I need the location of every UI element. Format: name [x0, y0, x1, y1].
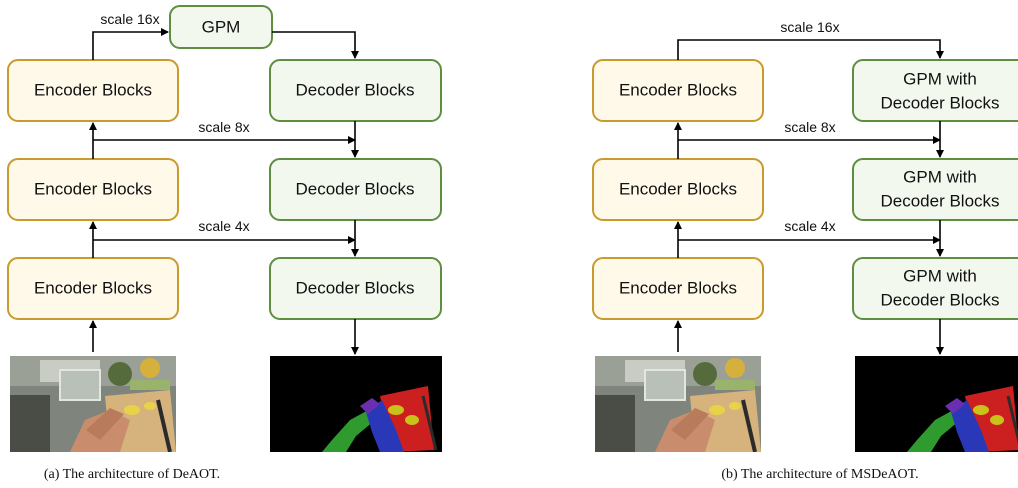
decoder-label: Decoder Blocks [295, 179, 414, 198]
gpm-label: GPM [202, 17, 241, 36]
output-mask-image [855, 356, 1018, 452]
gpm-decoder-label-line2: Decoder Blocks [880, 191, 999, 210]
decoder-label: Decoder Blocks [295, 278, 414, 297]
gpm-decoder-block-b-top [852, 59, 1018, 122]
caption-b: (b) The architecture of MSDeAOT. [721, 467, 918, 482]
input-frame-image [595, 356, 761, 452]
gpm-decoder-label-line1: GPM with [903, 167, 977, 186]
scale4-label: scale 4x [784, 218, 835, 234]
gpm-decoder-label-line2: Decoder Blocks [880, 93, 999, 112]
gpm-block [169, 5, 273, 49]
scale4-label: scale 4x [198, 218, 249, 234]
scale8-label: scale 8x [198, 119, 249, 135]
decoder-label: Decoder Blocks [295, 80, 414, 99]
encoder-label: Encoder Blocks [34, 179, 152, 198]
gpm-decoder-block-b-bottom [852, 257, 1018, 320]
encoder-label: Encoder Blocks [619, 278, 737, 297]
output-mask-image [270, 356, 442, 452]
gpm-decoder-label-line1: GPM with [903, 266, 977, 285]
arrow-scale16-to-gpm [92, 28, 169, 60]
scale16-label: scale 16x [780, 19, 839, 35]
panel-b: Encoder Blocks Encoder Blocks Encoder Bl… [592, 19, 1018, 482]
caption-a: (a) The architecture of DeAOT. [44, 467, 220, 482]
encoder-label: Encoder Blocks [34, 278, 152, 297]
gpm-decoder-label-line2: Decoder Blocks [880, 290, 999, 309]
encoder-label: Encoder Blocks [34, 80, 152, 99]
arrow-scale16 [677, 39, 944, 60]
scale16-label: scale 16x [100, 11, 159, 27]
scale8-label: scale 8x [784, 119, 835, 135]
gpm-decoder-block-b-mid [852, 158, 1018, 221]
arrow-gpm-to-decoder [272, 31, 359, 59]
encoder-label: Encoder Blocks [619, 80, 737, 99]
gpm-decoder-label-line1: GPM with [903, 69, 977, 88]
input-frame-image [10, 356, 176, 452]
encoder-label: Encoder Blocks [619, 179, 737, 198]
panel-a: Encoder Blocks Encoder Blocks Encoder Bl… [7, 5, 442, 482]
